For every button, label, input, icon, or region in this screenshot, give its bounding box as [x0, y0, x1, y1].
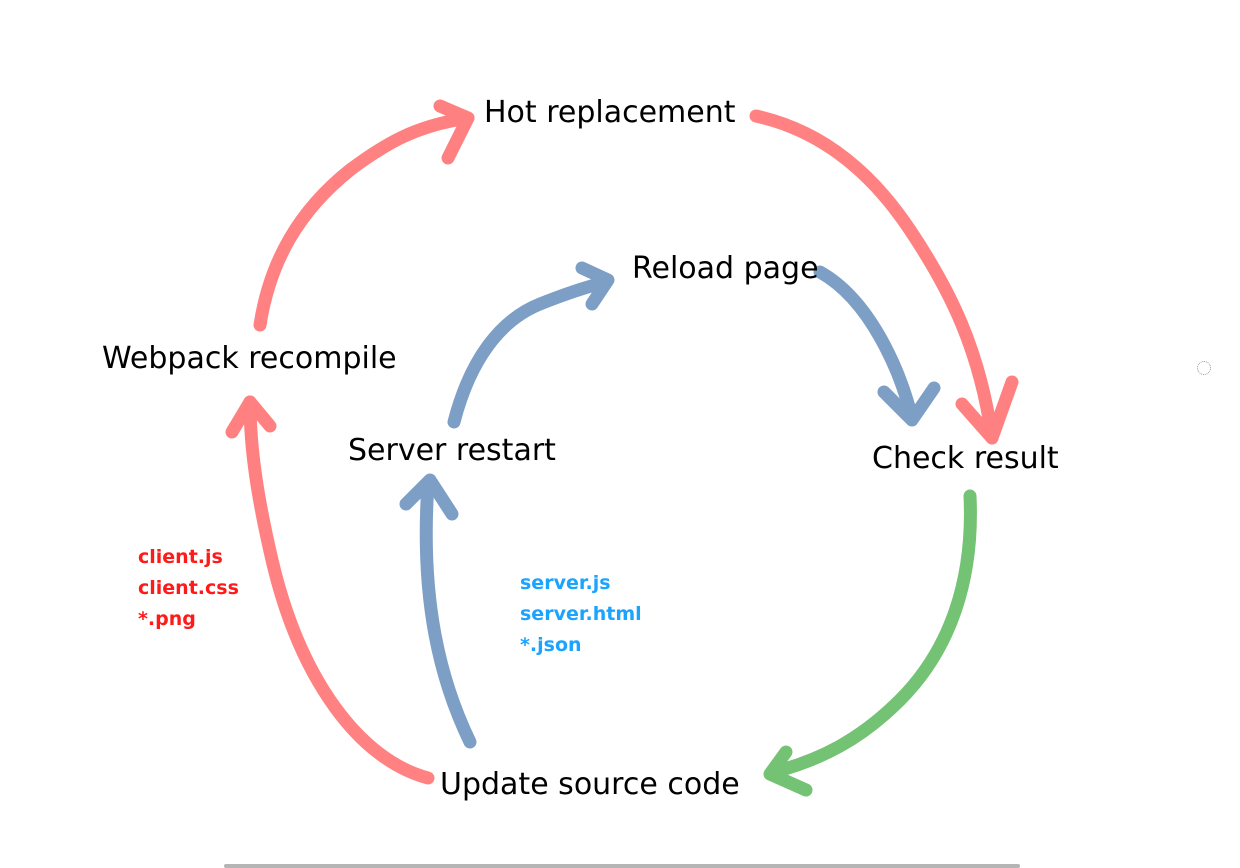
node-update-source-code: Update source code: [440, 767, 740, 802]
server-file-item: server.js: [520, 572, 611, 594]
node-hot-replacement: Hot replacement: [484, 95, 736, 130]
arrow-reload-to-check: [813, 265, 919, 425]
arrow-server-to-reload: [447, 275, 613, 429]
server-file-item: server.html: [520, 603, 642, 625]
arrow-hot-to-check: [749, 109, 999, 445]
spinner-icon: [1197, 361, 1211, 375]
node-reload-page: Reload page: [632, 251, 819, 286]
scrollbar-track[interactable]: [224, 864, 1020, 868]
server-file-list: server.js server.html *.json: [520, 572, 642, 656]
arrowhead-reload: [575, 261, 615, 311]
client-path: [225, 99, 1019, 785]
arrowhead-update: [763, 745, 813, 797]
result-path: [763, 489, 977, 797]
node-check-result: Check result: [872, 441, 1059, 476]
arrowhead-check-blue: [877, 381, 941, 427]
arrow-check-to-update: [767, 489, 977, 779]
arrowhead-server: [399, 473, 459, 521]
server-path: [399, 261, 941, 749]
client-file-item: client.js: [138, 546, 223, 568]
client-file-item: client.css: [138, 577, 239, 599]
arrow-update-to-webpack: [243, 395, 435, 785]
arrowhead-hot: [433, 99, 475, 165]
client-file-list: client.js client.css *.png: [138, 546, 239, 630]
client-file-item: *.png: [138, 608, 196, 630]
arrowhead-check-red: [955, 375, 1019, 445]
arrow-webpack-to-hot: [253, 111, 475, 332]
node-webpack-recompile: Webpack recompile: [102, 341, 397, 376]
node-server-restart: Server restart: [348, 433, 556, 468]
arrowhead-webpack: [225, 395, 277, 439]
server-file-item: *.json: [520, 634, 582, 656]
arrow-update-to-server: [419, 477, 477, 749]
